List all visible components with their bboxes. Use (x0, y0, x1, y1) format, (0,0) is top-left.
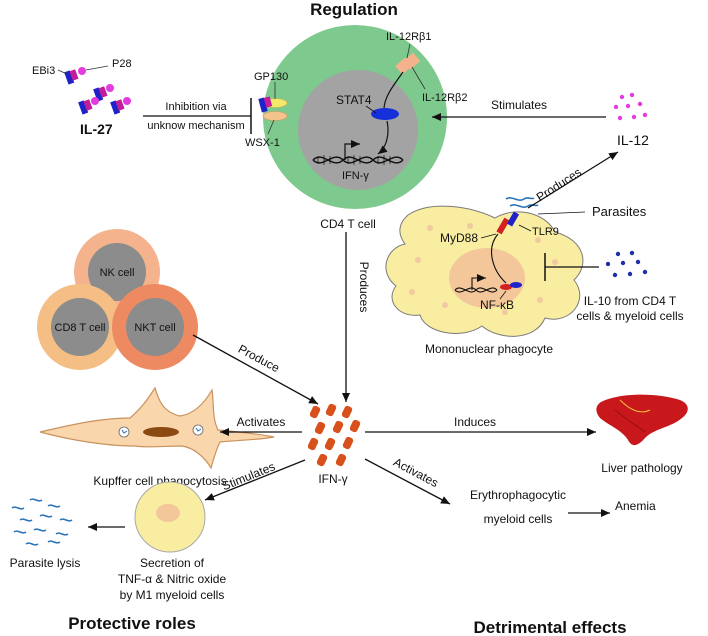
transcription-start-arrow (344, 140, 360, 160)
nk-cell-label: NK cell (100, 267, 135, 279)
il12-stimulates-label: Stimulates (491, 98, 547, 112)
gp130-label: GP130 (254, 71, 288, 83)
stat4-pointer (365, 105, 377, 114)
kupffer-cell: Kupffer cell phagocytosis (39, 386, 275, 488)
gp130-wsx1-receptor-icon (258, 96, 288, 121)
il27-molecule-icon (93, 84, 114, 102)
phagocyte-granules (409, 223, 558, 315)
il12rb2-label: IL-12Rβ2 (422, 92, 467, 104)
phagocyte-dna-icon (454, 287, 498, 293)
lymphocyte-cluster: NK cell CD8 T cell NKT cell (37, 229, 198, 370)
il27-molecule-icon (110, 97, 131, 115)
nfkb-label: NF-κB (480, 298, 514, 312)
cd8-t-cell-label: CD8 T cell (55, 322, 106, 334)
induces-label: Induces (454, 415, 496, 429)
il10-label-line1: IL-10 from CD4 T (584, 294, 677, 308)
tlr9-label: TLR9 (532, 226, 559, 238)
m1-myeloid-cell (134, 481, 206, 553)
erythro-label-line1: Erythrophagocytic (470, 488, 566, 502)
inhibition-label-line1: Inhibition via (165, 101, 227, 113)
il10-label-line2: cells & myeloid cells (576, 309, 683, 323)
il12-receptor-icon (395, 52, 421, 75)
phagocyte-transcription-arrow (471, 274, 486, 290)
secretion-label-line2: TNF-α & Nitric oxide (118, 572, 227, 586)
tlr9-receptor-icon (496, 211, 520, 235)
ifng-label: IFN-γ (318, 472, 347, 486)
parasite-lysis-label: Parasite lysis (10, 556, 81, 570)
ifng-gene-label: IFN-γ (342, 170, 369, 182)
kupffer-label: Kupffer cell phagocytosis (93, 474, 226, 488)
il12-label: IL-12 (617, 132, 649, 148)
cd4-t-cell: GP130 WSX-1 IL-12Rβ1 IL-12Rβ2 STAT4 (245, 25, 467, 231)
parasites-pointer (537, 211, 586, 215)
nkt-cell-label: NKT cell (134, 322, 175, 334)
activates-erythro-label: Activates (391, 455, 441, 490)
activates-kupffer-label: Activates (237, 415, 286, 429)
liver-pathology-label: Liver pathology (601, 461, 682, 475)
phagocyte-label: Mononuclear phagocyte (425, 342, 553, 356)
p28-pointer (85, 65, 109, 71)
stat4-signal-curve (383, 71, 404, 109)
il27-molecule-icon (78, 97, 99, 115)
myd88-label: MyD88 (440, 231, 478, 245)
il27-molecule-icon (64, 67, 86, 85)
cells-produce-label: Produce (236, 342, 282, 375)
parasites-label: Parasites (592, 204, 647, 219)
stimulates-m1-arrow (204, 459, 306, 501)
dna-helix-icon (312, 155, 404, 165)
stimulates-m1-label: Stimulates (220, 459, 277, 493)
tlr9-signal-curve (491, 233, 507, 284)
nfkb-blue-icon (510, 282, 522, 288)
inhibition-label-line2: unknow mechanism (147, 120, 244, 132)
cells-produce-arrow (192, 334, 319, 405)
parasite-lysis-icon (11, 498, 73, 546)
vacuole-parasite-icon (121, 429, 128, 434)
mononuclear-phagocyte: MyD88 TLR9 NF-κB Mononuclear phagocyte (385, 205, 584, 356)
stat4-to-gene-arrow (377, 120, 389, 155)
nfkb-red-icon (500, 284, 512, 290)
activates-erythro-arrow (364, 458, 451, 505)
kupffer-vacuole-icon (118, 426, 130, 438)
wsx1-label: WSX-1 (245, 137, 280, 149)
heading-protective-roles: Protective roles (68, 614, 196, 633)
anemia-label: Anemia (615, 499, 656, 513)
parasites-icon (505, 197, 539, 208)
heading-detrimental-effects: Detrimental effects (473, 618, 626, 636)
stat4-label: STAT4 (336, 93, 372, 107)
ebi3-pointer (57, 69, 68, 75)
nfkb-pointer (499, 290, 507, 300)
secretion-label-line3: by M1 myeloid cells (120, 588, 225, 602)
vacuole-parasite-icon (195, 427, 202, 432)
myd88-pointer (480, 233, 497, 239)
phagocyte-produces-il12-arrow (527, 151, 619, 209)
il12rb1-label: IL-12Rβ1 (386, 31, 431, 43)
p28-label: P28 (112, 58, 132, 70)
secretion-label-line1: Secretion of (140, 556, 205, 570)
tlr9-pointer (518, 224, 532, 232)
il12rb1-pointer (406, 43, 411, 59)
wsx1-pointer (267, 119, 275, 135)
ifng-molecules-icon (307, 403, 361, 467)
nkt-cell-core (126, 298, 184, 356)
il10-dots-icon (605, 250, 648, 278)
cd8-t-cell-core (51, 298, 109, 356)
cd4-produces-label: Produces (357, 262, 371, 313)
m1-cell-nucleus (156, 504, 180, 522)
il12-dots-icon (613, 92, 648, 121)
phagocyte-nucleus (449, 248, 525, 308)
il27-label: IL-27 (80, 121, 113, 137)
liver-icon (596, 394, 688, 446)
nk-cell-core (88, 243, 146, 301)
erythro-label-line2: myeloid cells (484, 512, 553, 526)
kupffer-vacuole-icon (192, 424, 204, 436)
ebi3-label: EBi3 (32, 65, 55, 77)
il12rb2-pointer (411, 66, 426, 90)
heading-regulation: Regulation (310, 0, 398, 19)
il27-cluster: EBi3 P28 IL-27 (32, 58, 132, 137)
cd4-t-cell-label: CD4 T cell (320, 217, 376, 231)
stat4-icon (371, 108, 399, 120)
phagocyte-produces-label: Produces (534, 165, 584, 204)
kupffer-nucleus (143, 427, 179, 437)
